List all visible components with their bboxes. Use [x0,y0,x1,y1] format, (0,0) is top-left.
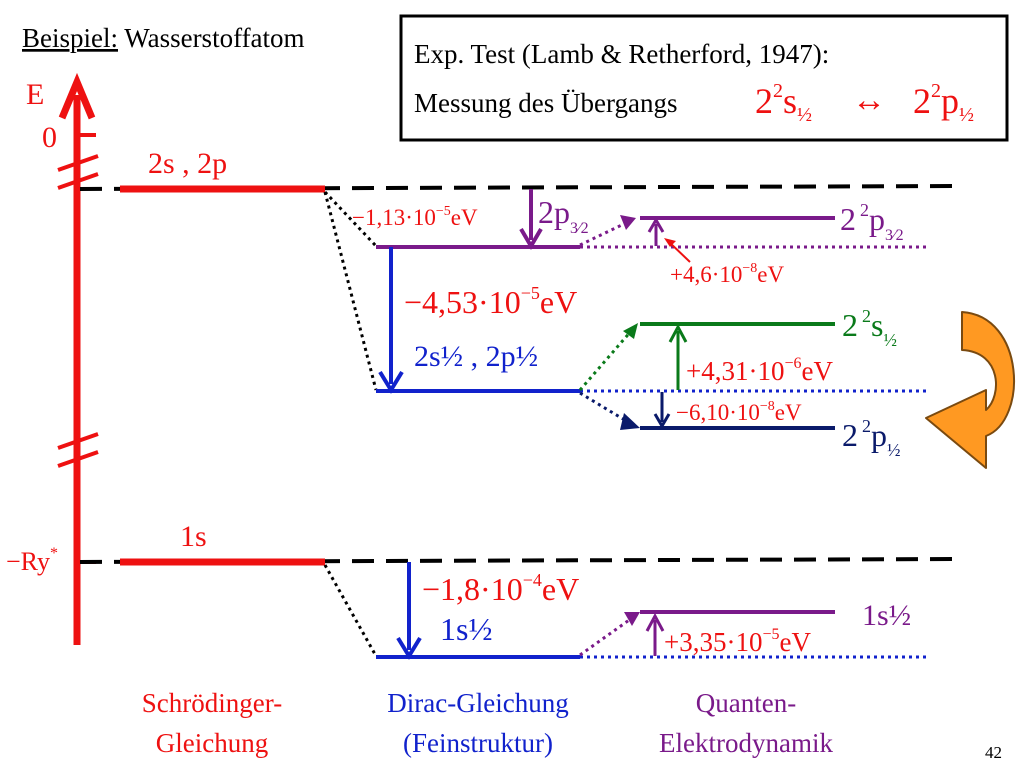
caption-schroedinger-line2: Gleichung [156,728,268,758]
arrow-qed-2p12-shift [653,392,671,429]
page-number: 42 [985,743,1002,762]
shift-qed-2p32: +4,6·10−8eV [670,261,785,287]
shift-dirac-2s12: −4,53·10−5eV [404,283,577,320]
box-transition-arrow: ↔ [852,82,886,119]
caption-qed-line2: Elektrodynamik [659,728,833,758]
connector-2p12-qed [579,391,640,430]
caption-dirac-line1: Dirac-Gleichung [387,688,568,718]
label-dirac-1s12: 1s½ [440,611,492,647]
shift-dirac-2p32: −1,13·10−5eV [352,204,478,230]
experiment-box [399,14,1009,142]
shift-qed-2p12: −6,10·10−8eV [676,399,802,425]
shift-qed-2s12: +4,31·10−6eV [686,355,833,386]
box-line1: Exp. Test (Lamb & Retherford, 1947): [414,39,829,69]
label-qed-1s12: 1s½ [862,599,911,632]
box-right-level: 22p½ [913,80,974,126]
caption-dirac-line2: (Feinstruktur) [403,728,553,758]
label-2s-2p: 2s , 2p [148,147,227,180]
caption-schroedinger-line1: Schrödinger- [142,688,282,718]
box-left-level: 22s½ [755,80,812,126]
shift-dirac-1s: −1,8·10−4eV [422,570,579,607]
arrow-qed-2s12-shift [668,323,688,390]
arrow-dirac-2p32-shift [519,189,543,250]
shift-qed-1s12: +3,35·10−5eV [664,626,811,657]
connectors-schroedinger-dirac [323,190,378,657]
arrow-dirac-1s-shift [396,562,422,660]
axis-label-e: E [26,78,44,111]
title-underlined: Beispiel: [22,23,118,53]
arrow-qed-1s12-shift [645,612,665,656]
label-dirac-2p32: 2p3⁄2 [538,194,589,237]
slide-title: Beispiel: Wasserstoffatom [22,23,305,53]
box-line2: Messung des Übergangs [414,88,677,118]
label-dirac-2s-2p12: 2s½ , 2p½ [414,340,538,373]
arrow-qed-2p32-shift [647,217,665,246]
axis-label-zero: 0 [42,121,57,154]
arrow-qed-2p32-pointer [664,238,691,263]
connector-2p32-qed [579,215,636,247]
connector-2s12-qed [578,323,638,391]
axis-label-ry: −Ry* [6,545,58,576]
title-rest: Wasserstoffatom [118,23,305,53]
curved-transition-arrow [925,311,1015,469]
connector-1s12-qed [579,612,640,657]
label-1s: 1s [180,520,207,553]
caption-qed-line1: Quanten- [696,688,796,718]
arrow-dirac-2s12-shift [378,247,404,394]
